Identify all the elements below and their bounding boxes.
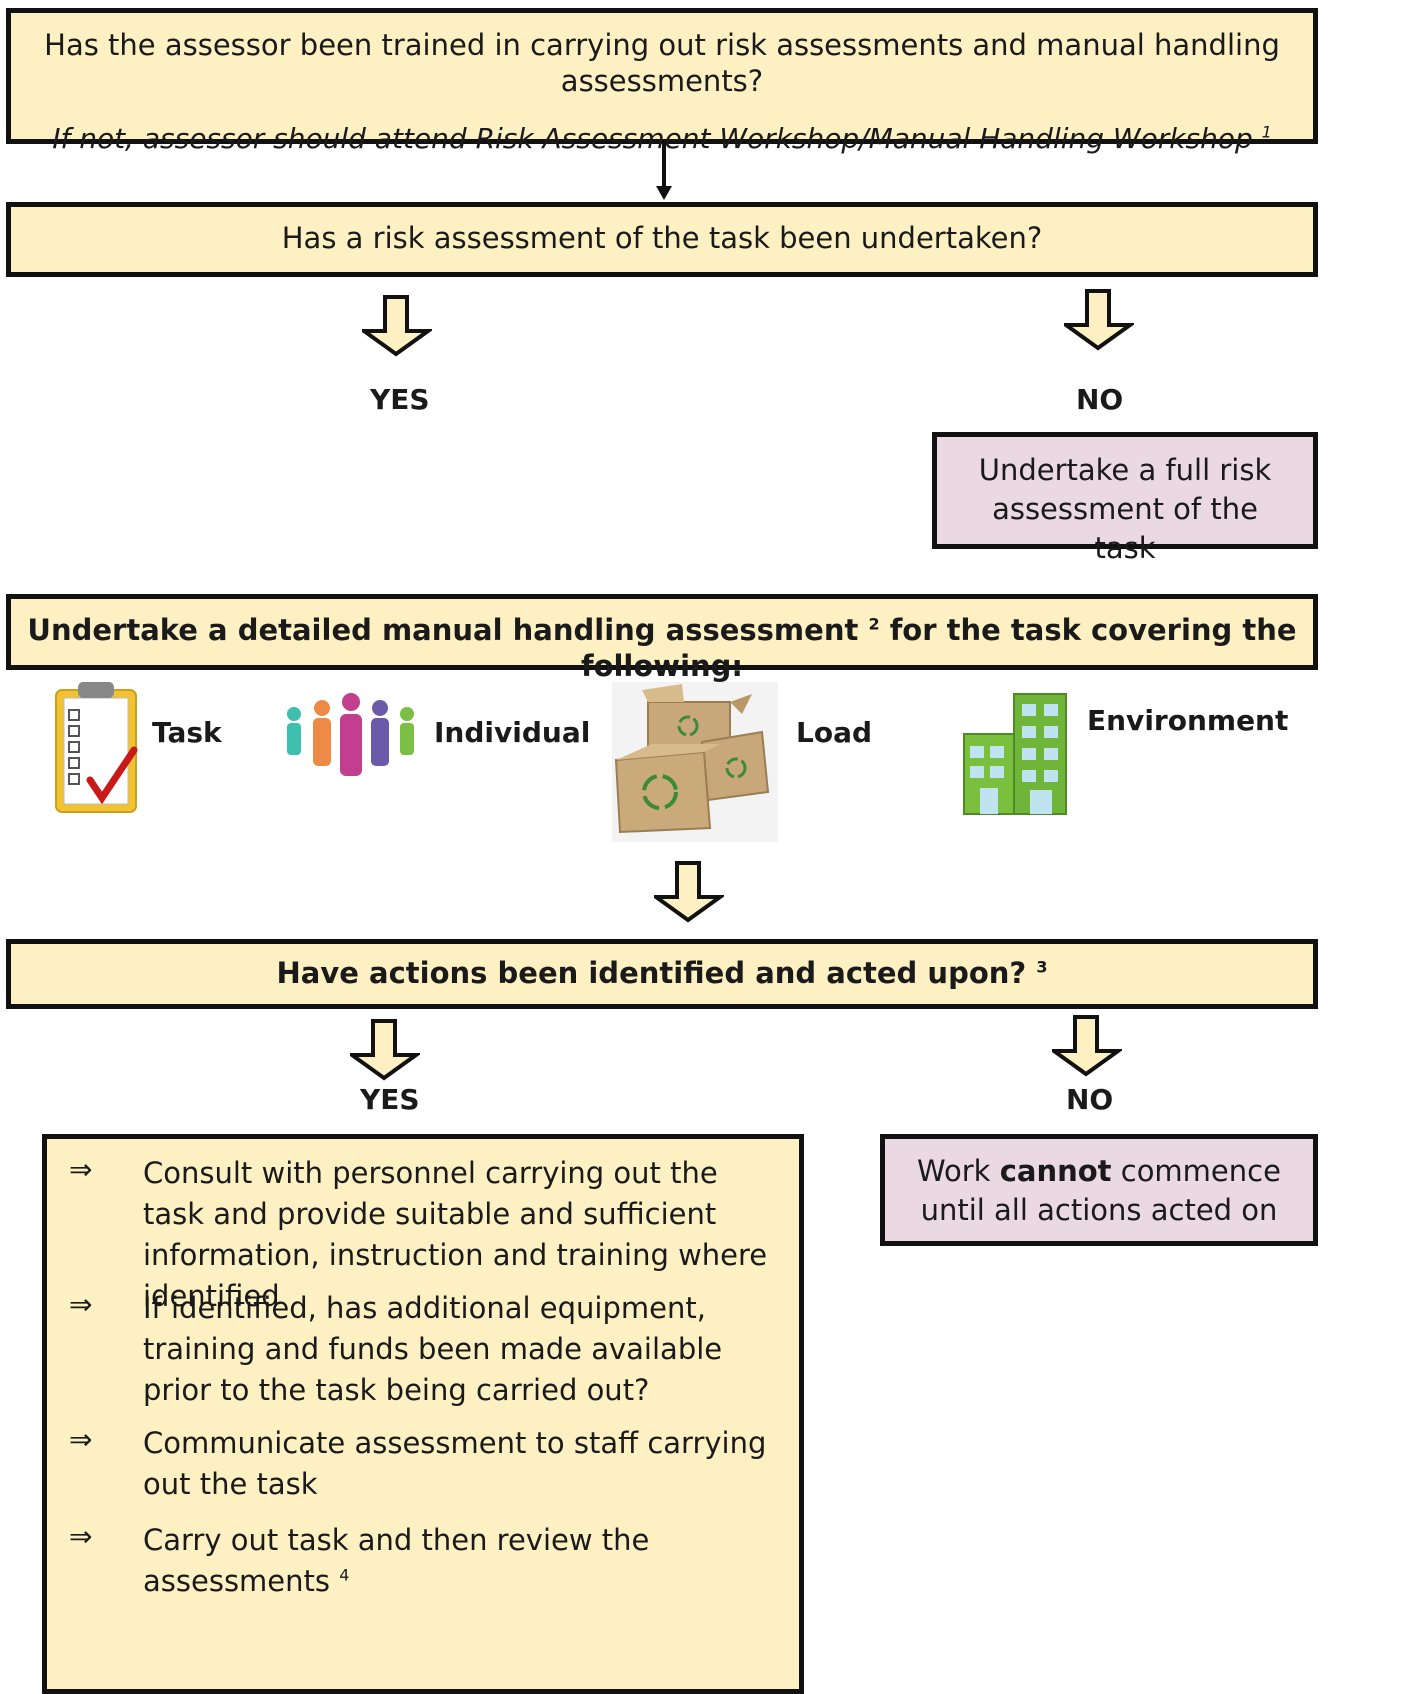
arrow-bullet-icon: ⇒ bbox=[69, 1423, 93, 1456]
full-risk-assessment-box: Undertake a full risk assessment of the … bbox=[932, 432, 1318, 565]
yes-label: YES bbox=[360, 1083, 420, 1116]
work-cannot-commence-box: Work cannot commence until all actions a… bbox=[880, 1134, 1318, 1246]
full-risk-assessment-text: Undertake a full risk assessment of the … bbox=[978, 453, 1272, 565]
work-cannot-commence-text: Work cannot commence until all actions a… bbox=[885, 1152, 1313, 1230]
training-note-text: If not, assessor should attend Risk Asse… bbox=[52, 122, 1253, 155]
no-label: NO bbox=[1066, 1083, 1114, 1116]
footnote-ref: 1 bbox=[1261, 122, 1272, 142]
footnote-ref: 3 bbox=[1036, 957, 1048, 977]
risk-assessment-question-box: Has a risk assessment of the task been u… bbox=[6, 202, 1318, 277]
next-steps-box: ⇒ Consult with personnel carrying out th… bbox=[42, 1134, 804, 1694]
manual-handling-box: Undertake a detailed manual handling ass… bbox=[6, 594, 1318, 683]
factor-individual: Individual bbox=[284, 690, 590, 790]
list-item-text: If identified, has additional equipment,… bbox=[143, 1291, 723, 1407]
factor-task-label: Task bbox=[152, 716, 222, 749]
factor-environment-label: Environment bbox=[1087, 704, 1289, 737]
no-action-pre: Work bbox=[917, 1154, 991, 1188]
factor-individual-label: Individual bbox=[434, 716, 591, 749]
training-note: If not, assessor should attend Risk Asse… bbox=[11, 121, 1313, 157]
list-item-text: Communicate assessment to staff carrying… bbox=[143, 1426, 767, 1501]
yes-arrow-icon bbox=[362, 295, 432, 357]
factor-load-label: Load bbox=[796, 716, 873, 749]
footnote-ref: 2 bbox=[868, 614, 880, 634]
manual-handling-text-a: Undertake a detailed manual handling ass… bbox=[27, 613, 859, 647]
arrow-bullet-icon: ⇒ bbox=[69, 1288, 93, 1321]
factor-load: Load bbox=[612, 682, 882, 842]
building-icon bbox=[963, 693, 1067, 815]
boxes-icon bbox=[614, 684, 770, 834]
down-arrow-icon bbox=[654, 861, 724, 923]
clipboard-icon bbox=[55, 682, 138, 813]
risk-assessment-question: Has a risk assessment of the task been u… bbox=[281, 221, 1043, 255]
training-question: Has the assessor been trained in carryin… bbox=[44, 28, 1280, 98]
factor-environment: Environment bbox=[960, 690, 1320, 820]
people-icon bbox=[287, 693, 414, 776]
actions-question-text: Have actions been identified and acted u… bbox=[276, 956, 1027, 990]
actions-question-box: Have actions been identified and acted u… bbox=[6, 939, 1318, 1009]
manual-handling-text: Undertake a detailed manual handling ass… bbox=[11, 612, 1313, 684]
list-item-text: Consult with personnel carrying out the … bbox=[143, 1156, 768, 1313]
no-arrow-icon bbox=[1052, 1015, 1122, 1077]
no-arrow-icon bbox=[1064, 289, 1134, 351]
no-label: NO bbox=[1076, 383, 1124, 416]
manual-handling-text-b: for the task covering the following: bbox=[580, 613, 1297, 683]
connector-arrow bbox=[656, 144, 672, 200]
training-question-box: Has the assessor been trained in carryin… bbox=[6, 8, 1318, 155]
list-item-text-main: Carry out task and then review the asses… bbox=[143, 1523, 650, 1598]
list-item-text: Carry out task and then review the asses… bbox=[143, 1520, 785, 1602]
yes-label: YES bbox=[370, 383, 430, 416]
yes-arrow-icon bbox=[350, 1019, 420, 1081]
arrow-bullet-icon: ⇒ bbox=[69, 1153, 93, 1186]
no-action-emphasis: cannot bbox=[999, 1154, 1112, 1188]
arrow-bullet-icon: ⇒ bbox=[69, 1520, 93, 1553]
actions-question: Have actions been identified and acted u… bbox=[11, 955, 1313, 991]
factor-task: Task bbox=[50, 680, 280, 820]
footnote-ref: 4 bbox=[339, 1565, 350, 1585]
no-action-post: commence until all actions acted on bbox=[920, 1154, 1281, 1227]
